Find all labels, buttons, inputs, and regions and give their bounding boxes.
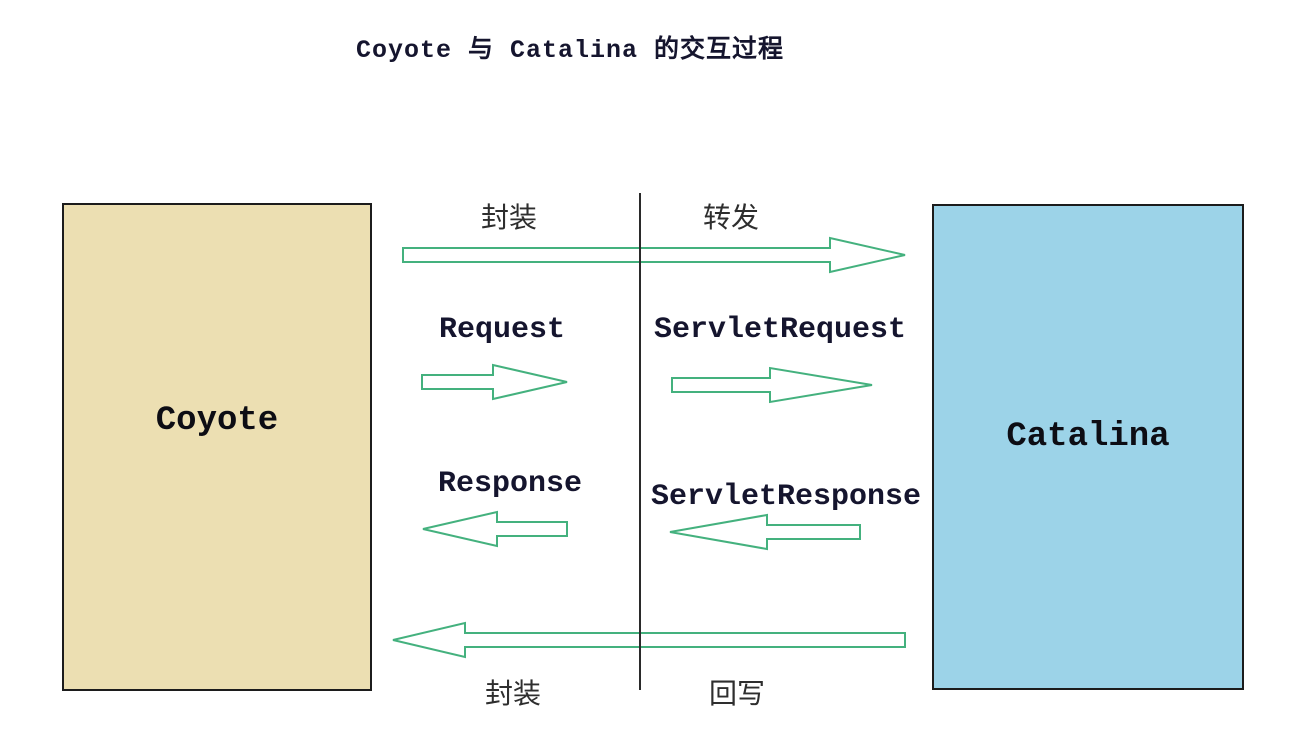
flow-encapsulate-bottom-label: 封装: [484, 678, 542, 709]
flow-servlet-request-label: ServletRequest: [653, 313, 907, 347]
request-arrow-icon: [421, 363, 568, 401]
servlet-response-arrow-icon: [669, 513, 861, 551]
writeback-bottom-arrow-icon: [392, 621, 906, 659]
flow-response-label: Response: [437, 467, 583, 501]
diagram-title: Coyote 与 Catalina 的交互过程: [355, 36, 785, 65]
node-catalina-label: Catalina: [1006, 418, 1170, 456]
node-catalina: Catalina: [932, 204, 1244, 690]
node-coyote-label: Coyote: [155, 402, 279, 440]
servlet-request-arrow-icon: [671, 366, 873, 404]
flow-encapsulate-top-label: 封装: [480, 202, 538, 233]
flow-forward-label: 转发: [702, 202, 760, 233]
node-coyote: Coyote: [62, 203, 372, 691]
response-arrow-icon: [422, 510, 568, 548]
flow-writeback-label: 回写: [708, 678, 766, 709]
forward-top-arrow-icon: [402, 236, 906, 274]
flow-servlet-response-label: ServletResponse: [650, 480, 922, 514]
flow-request-label: Request: [438, 313, 566, 347]
